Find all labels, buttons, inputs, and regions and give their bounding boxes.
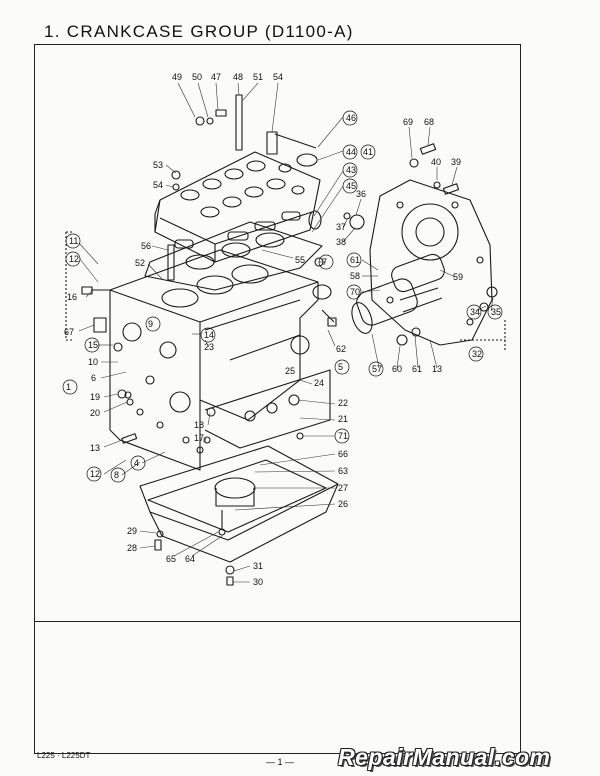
flywheel-housing	[369, 179, 493, 346]
callout-37: 37	[336, 222, 346, 232]
callout-65: 65	[166, 554, 176, 564]
callout-32: 32	[472, 349, 482, 359]
callout-66: 66	[338, 449, 348, 459]
callout-26: 26	[338, 499, 348, 509]
callout-52: 52	[135, 258, 145, 268]
callout-70: 70	[350, 287, 360, 297]
callout-labels: 49 50 47 48 51 54 46 44 41 43 45 53 54 5…	[64, 72, 501, 587]
callout-28: 28	[127, 543, 137, 553]
starter-motor	[351, 253, 445, 334]
callout-14: 14	[204, 330, 214, 340]
callout-55: 55	[295, 255, 305, 265]
callout-58: 58	[350, 271, 360, 281]
callout-38: 38	[336, 237, 346, 247]
callout-44: 44	[346, 147, 356, 157]
callout-64: 64	[185, 554, 195, 564]
watermark-logo: RepairManual.com	[338, 744, 551, 770]
callout-19: 19	[90, 392, 100, 402]
callout-35: 35	[491, 307, 501, 317]
leader-lines	[78, 82, 494, 583]
callout-11: 11	[69, 236, 78, 246]
callout-10: 10	[88, 357, 98, 367]
callout-67: 67	[64, 327, 74, 337]
callout-31: 31	[253, 561, 263, 571]
callout-6: 6	[91, 373, 96, 383]
callout-45: 45	[346, 181, 356, 191]
callout-15: 15	[88, 340, 98, 350]
callout-61: 61	[412, 364, 422, 374]
callout-71: 71	[338, 431, 348, 441]
callout-22: 22	[338, 398, 348, 408]
hardware-parts	[81, 94, 498, 586]
cylinder-head	[154, 151, 321, 263]
callout-9: 9	[148, 319, 153, 329]
callout-39: 39	[451, 157, 461, 167]
callout-53: 53	[153, 160, 163, 170]
callout-60: 60	[392, 364, 402, 374]
page-title: 1. CRANKCASE GROUP (D1100-A)	[44, 22, 354, 41]
callout-57: 57	[372, 364, 382, 374]
model-label: L225 · L225DT	[37, 751, 91, 760]
callout-13: 13	[432, 364, 442, 374]
callout-circles	[62, 110, 503, 483]
callout-51: 51	[253, 72, 263, 82]
callout-8: 8	[114, 470, 119, 480]
callout-50: 50	[192, 72, 202, 82]
callout-41: 41	[363, 147, 373, 157]
callout-48: 48	[233, 72, 243, 82]
callout-13-left: 13	[90, 443, 100, 453]
callout-54-top: 54	[273, 72, 283, 82]
diagram-frame	[34, 44, 521, 754]
callout-4: 4	[134, 458, 139, 468]
callout-68: 68	[424, 117, 434, 127]
callout-36: 36	[356, 189, 366, 199]
callout-24: 24	[314, 378, 324, 388]
callout-54: 54	[153, 180, 163, 190]
callout-43: 43	[346, 165, 356, 175]
page-number: — 1 —	[266, 757, 295, 767]
callout-18: 18	[194, 420, 204, 430]
notes-divider	[34, 621, 521, 622]
callout-16: 16	[67, 292, 77, 302]
callout-17: 17	[194, 433, 204, 443]
callout-59: 59	[453, 272, 463, 282]
callout-1: 1	[66, 382, 71, 392]
callout-21: 21	[338, 414, 348, 424]
callout-25: 25	[285, 366, 295, 376]
callout-69: 69	[403, 117, 413, 127]
callout-12-top: 12	[69, 254, 79, 264]
callout-56: 56	[141, 241, 151, 251]
oil-pan	[139, 445, 339, 563]
callout-12-bottom: 12	[90, 469, 100, 479]
parts-drawing	[65, 94, 506, 586]
callout-62: 62	[336, 344, 346, 354]
callout-27: 27	[338, 483, 348, 493]
callout-20: 20	[90, 408, 100, 418]
callout-63: 63	[338, 466, 348, 476]
callout-47: 47	[211, 72, 221, 82]
callout-34: 34	[470, 307, 480, 317]
callout-61-top: 61	[350, 255, 360, 265]
callout-49: 49	[172, 72, 182, 82]
callout-23: 23	[204, 342, 214, 352]
callout-5: 5	[338, 362, 343, 372]
callout-7: 7	[322, 257, 327, 267]
callout-46: 46	[346, 113, 356, 123]
callout-30: 30	[253, 577, 263, 587]
callout-29: 29	[127, 526, 137, 536]
callout-40: 40	[431, 157, 441, 167]
